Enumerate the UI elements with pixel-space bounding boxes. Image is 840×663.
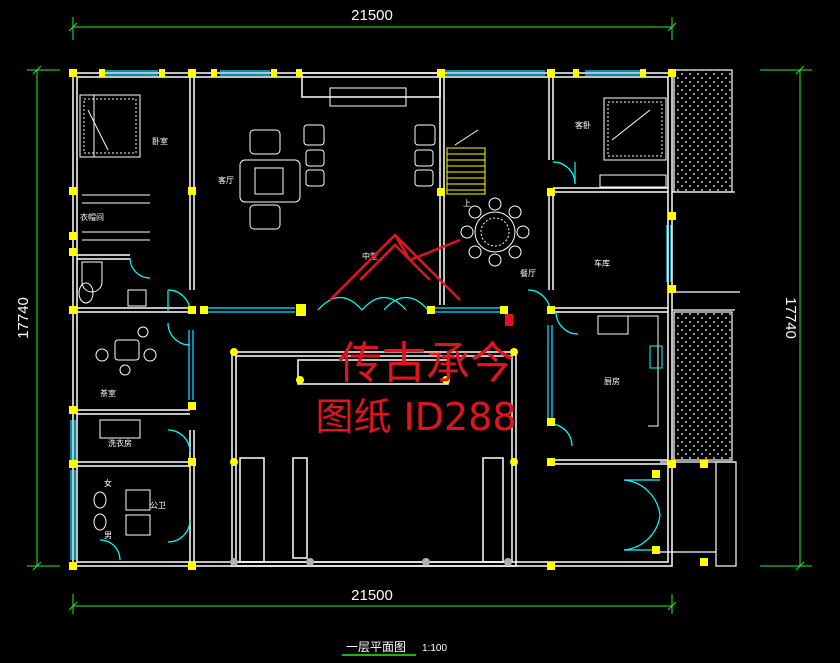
room-male: 男 (104, 531, 112, 540)
dimension-top: 21500 (351, 7, 393, 24)
dimension-lines (27, 17, 812, 614)
room-laundry: 洗衣房 (108, 438, 132, 448)
room-labels: 卧室 衣帽间 客厅 中堂 上 餐厅 客卧 车库 茶室 洗衣房 公卫 女 男 厨房 (80, 120, 620, 540)
drawing-scale: 1:100 (422, 643, 447, 654)
dimension-left: 17740 (15, 297, 32, 339)
room-closet: 衣帽间 (80, 212, 104, 222)
room-courtyard: 中堂 (362, 251, 378, 261)
dimension-right: 17740 (782, 297, 799, 339)
dimension-bottom: 21500 (351, 587, 393, 604)
watermark: 传古承今 图纸 ID288 (315, 233, 517, 439)
watermark-roof-graphic (329, 233, 461, 301)
watermark-id: 图纸 ID288 (315, 395, 516, 439)
walls (72, 72, 673, 567)
room-kitchen: 厨房 (604, 376, 620, 386)
room-dining: 餐厅 (520, 269, 536, 278)
watermark-title: 传古承今 (338, 338, 514, 389)
room-stair-up: 上 (463, 199, 471, 208)
room-garage: 车库 (594, 258, 610, 268)
windows (70, 70, 672, 560)
room-living: 客厅 (218, 175, 234, 185)
room-female: 女 (104, 478, 112, 488)
room-bedroom-left: 卧室 (152, 136, 168, 146)
room-tea: 茶室 (100, 388, 116, 398)
room-toilet: 公卫 (150, 501, 166, 510)
column-markers-gray (230, 558, 512, 566)
columns (69, 69, 708, 570)
drawing-title: 一层平面图 (346, 640, 406, 654)
terrace (660, 69, 740, 567)
doors (99, 161, 661, 561)
staircase (446, 129, 486, 195)
furniture (78, 87, 667, 536)
room-bedroom-right: 客卧 (575, 120, 591, 130)
